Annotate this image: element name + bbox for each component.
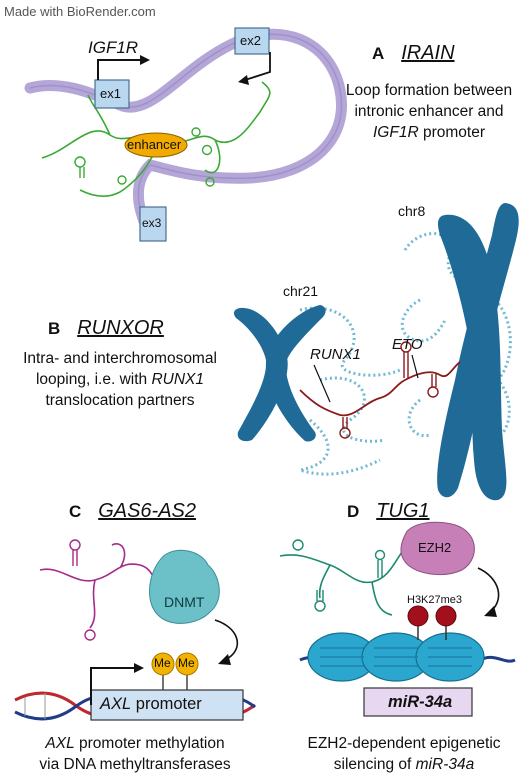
panel-a-description: Loop formation between intronic enhancer… [334, 80, 524, 143]
panel-a-desc-line1: Loop formation between [345, 82, 513, 99]
ezh2-label: EZH2 [418, 540, 452, 555]
chromatin-loop [24, 28, 347, 241]
irain-rna [41, 81, 271, 197]
exon2-label: ex2 [240, 33, 261, 48]
panel-b-desc-line1: Intra- and interchromosomal [23, 350, 217, 367]
panel-b-desc-line2: looping, i.e. with RUNX1 [35, 371, 204, 388]
methyl-label-2: Me [178, 656, 195, 670]
panel-b-name: RUNXOR [77, 317, 164, 339]
panel-a-letter: A [372, 44, 385, 63]
chr8-label: chr8 [398, 203, 426, 219]
panel-c-artwork [14, 539, 256, 721]
mir34a-label: miR-34a [388, 693, 453, 711]
runxor-rna [299, 361, 461, 417]
panel-a-title: A IRAIN [372, 42, 455, 65]
chr21-label: chr21 [283, 283, 319, 299]
panel-d-desc-line1: EZH2-dependent epigenetic [307, 735, 501, 752]
chr8-chromosome [437, 203, 519, 501]
panel-c-desc-line1: AXL promoter methylation [45, 735, 225, 752]
exon2-box [234, 27, 270, 55]
chr21-chromosome [233, 305, 326, 442]
panel-a-desc-line3: IGF1R promoter [373, 124, 485, 141]
runxor-hairpins [339, 341, 439, 439]
axl-promoter-label: AXL promoter [100, 695, 202, 713]
gas6-as2-rna [39, 543, 193, 629]
eto-pointer [411, 354, 419, 379]
h3k27me3-mark-2 [435, 605, 457, 627]
panel-c-letter: C [69, 502, 82, 521]
enhancer-label: enhancer [127, 137, 182, 152]
runx1-label: RUNX1 [310, 346, 361, 363]
exon1-box [94, 79, 130, 109]
panel-d-title: D TUG1 [347, 500, 430, 523]
exon3-label: ex3 [142, 216, 162, 230]
runx1-pointer [313, 364, 331, 403]
panel-d-description: EZH2-dependent epigenetic silencing of m… [284, 733, 524, 775]
ezh2-blob [400, 521, 475, 576]
panel-d-desc-line2: silencing of miR-34a [333, 756, 475, 773]
panel-c-name: GAS6-AS2 [98, 500, 197, 522]
h3k27me3-label: H3K27me3 [407, 594, 463, 606]
igf1r-tss-arrow [97, 59, 140, 80]
panel-b-description: Intra- and interchromosomal looping, i.e… [4, 348, 236, 411]
methyl-mark-1 [151, 652, 175, 676]
panel-a-name: IRAIN [401, 42, 455, 64]
methyl-mark-2 [175, 652, 199, 676]
h3k27me3-mark-1 [407, 605, 429, 627]
panel-c-description: AXL promoter methylation via DNA methylt… [10, 733, 260, 775]
panel-d-name: TUG1 [376, 500, 430, 522]
enhancer-oval [124, 132, 188, 158]
panel-b-title: B RUNXOR [48, 317, 164, 340]
panel-c-title: C GAS6-AS2 [69, 500, 196, 523]
nucleosomes [307, 632, 485, 682]
panel-b-letter: B [48, 319, 61, 338]
panel-d-letter: D [347, 502, 360, 521]
dnmt-label: DNMT [164, 594, 205, 610]
panel-c-desc-line2: via DNA methyltransferases [39, 756, 231, 773]
exon3-box [139, 206, 167, 242]
axl-promoter-box [90, 689, 244, 721]
panel-a-artwork [24, 27, 347, 242]
eto-label: ETO [392, 336, 423, 353]
exon1-label: ex1 [100, 86, 121, 101]
igf1r-gene-label: IGF1R [88, 38, 139, 57]
rna-hairpins [74, 127, 215, 187]
panel-b-artwork [233, 203, 519, 501]
panel-a-desc-line2: intronic enhancer and [354, 103, 504, 120]
panel-b-desc-line3: translocation partners [45, 392, 195, 409]
methyl-label-1: Me [154, 656, 171, 670]
ex2-tss-arrow [244, 52, 271, 81]
dnmt-blob [149, 549, 220, 624]
panel-d-artwork [279, 521, 516, 717]
mir34a-box [363, 687, 473, 717]
watermark: Made with BioRender.com [4, 4, 156, 19]
axl-tss-arrow [90, 667, 135, 705]
